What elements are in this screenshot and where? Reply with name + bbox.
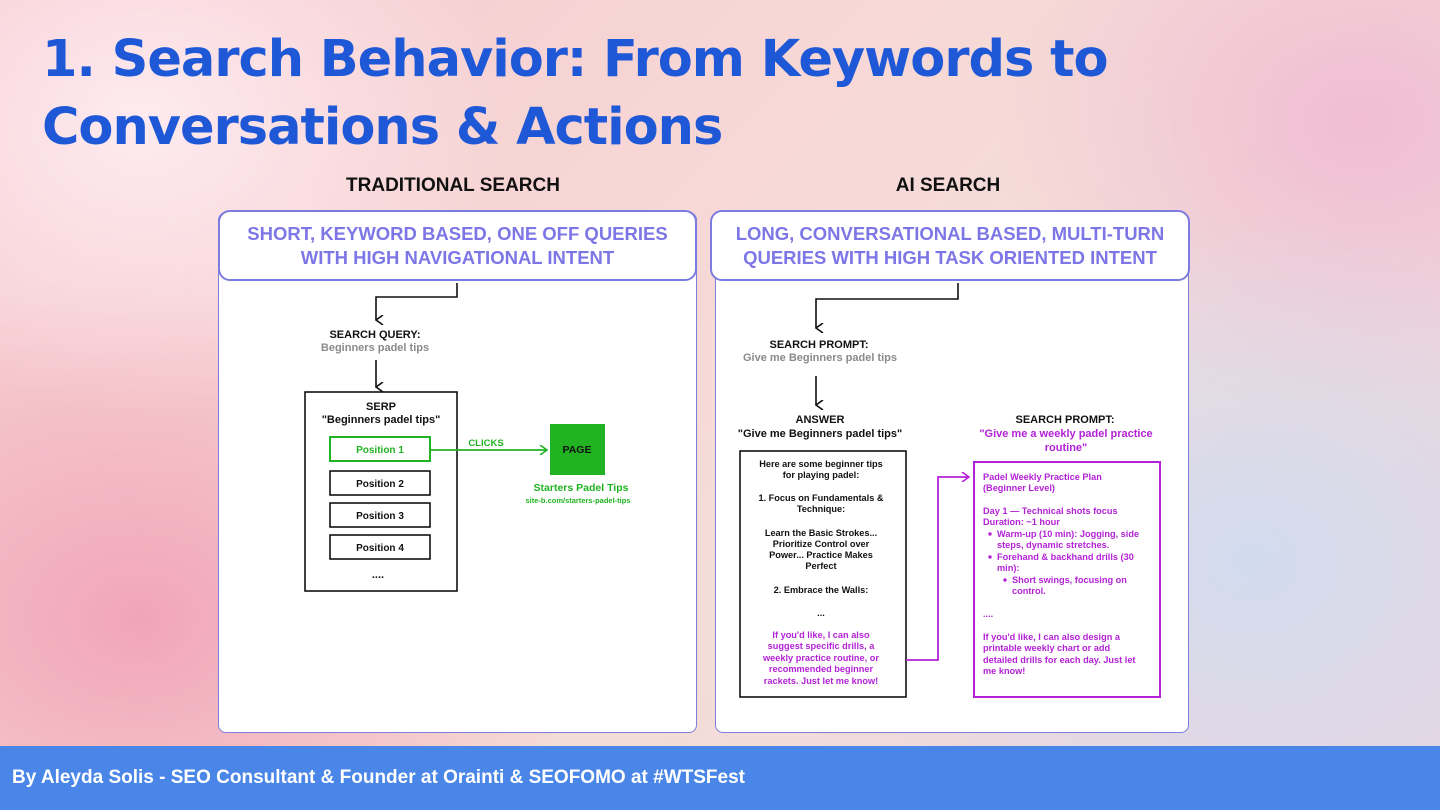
second-prompt-text-2: routine" bbox=[1045, 442, 1088, 454]
answer-followup-line: suggest specific drills, a bbox=[768, 641, 876, 651]
bullet-dot bbox=[988, 532, 992, 536]
answer-followup-line: recommended beginner bbox=[769, 664, 874, 674]
plan-bullet-3-line-1: Short swings, focusing on bbox=[1012, 575, 1127, 585]
serp-result-position-4[interactable]: Position 4 bbox=[329, 534, 431, 560]
serp-result-position-2[interactable]: Position 2 bbox=[329, 470, 431, 496]
ai-caption-line-1: LONG, CONVERSATIONAL BASED, MULTI-TURN bbox=[735, 222, 1165, 244]
answer-line: Technique: bbox=[797, 504, 845, 514]
plan-more: .... bbox=[983, 609, 993, 619]
traditional-caption: SHORT, KEYWORD BASED, ONE OFF QUERIES WI… bbox=[218, 210, 697, 281]
plan-subtitle: (Beginner Level) bbox=[983, 483, 1055, 493]
search-prompt-text: Give me Beginners padel tips bbox=[743, 352, 897, 364]
answer-followup-line: rackets. Just let me know! bbox=[764, 676, 878, 686]
answer-followup-line: If you'd like, I can also bbox=[772, 630, 870, 640]
plan-bullet-2-line-2: min): bbox=[997, 563, 1019, 573]
practice-plan-body: Padel Weekly Practice Plan (Beginner Lev… bbox=[983, 472, 1139, 676]
traditional-search-header: TRADITIONAL SEARCH bbox=[346, 175, 560, 196]
answer-line: for playing padel: bbox=[783, 470, 860, 480]
plan-bullet-1-line-2: steps, dynamic stretches. bbox=[997, 540, 1109, 550]
answer-followup-line: weekly practice routine, or bbox=[762, 653, 879, 663]
serp-query: "Beginners padel tips" bbox=[322, 414, 441, 426]
page-title: Starters Padel Tips bbox=[534, 482, 629, 494]
serp-result-position-1[interactable]: Position 1 bbox=[329, 436, 431, 462]
answer-query: "Give me Beginners padel tips" bbox=[738, 428, 902, 440]
answer-line: Learn the Basic Strokes... bbox=[765, 528, 877, 538]
answer-line: Power... Practice Makes bbox=[769, 550, 873, 560]
page-label: PAGE bbox=[563, 444, 592, 456]
plan-day: Day 1 — Technical shots focus bbox=[983, 506, 1118, 516]
ai-caption: LONG, CONVERSATIONAL BASED, MULTI-TURN Q… bbox=[710, 210, 1190, 281]
traditional-caption-line-2: WITH HIGH NAVIGATIONAL INTENT bbox=[300, 246, 615, 268]
slide-title-line-2: Conversations & Actions bbox=[42, 98, 723, 157]
answer-followup: If you'd like, I can also suggest specif… bbox=[762, 630, 879, 686]
caption-to-prompt-connector bbox=[816, 283, 959, 328]
answer-line: ... bbox=[817, 608, 825, 618]
slide-title-line-1: 1. Search Behavior: From Keywords to bbox=[42, 30, 1109, 89]
search-query-text: Beginners padel tips bbox=[321, 342, 429, 354]
second-prompt-label: SEARCH PROMPT: bbox=[1015, 414, 1114, 426]
plan-followup-line: me know! bbox=[983, 666, 1025, 676]
footer-credit: By Aleyda Solis - SEO Consultant & Found… bbox=[12, 767, 745, 788]
plan-bullet-1-line-1: Warm-up (10 min): Jogging, side bbox=[997, 529, 1139, 539]
plan-followup-line: printable weekly chart or add bbox=[983, 643, 1110, 653]
bullet-dot bbox=[1003, 578, 1007, 582]
serp-result-label: Position 2 bbox=[356, 479, 404, 490]
answer-body: Here are some beginner tips for playing … bbox=[758, 459, 883, 618]
ai-search-header: AI SEARCH bbox=[895, 175, 1001, 196]
serp-result-label: Position 4 bbox=[356, 543, 404, 554]
plan-title: Padel Weekly Practice Plan bbox=[983, 472, 1102, 482]
search-prompt-label: SEARCH PROMPT: bbox=[769, 339, 868, 351]
answer-box bbox=[739, 450, 907, 698]
page-url[interactable]: site-b.com/starters-padel-tips bbox=[525, 496, 630, 505]
answer-line: Prioritize Control over bbox=[773, 539, 870, 549]
serp-result-label: Position 3 bbox=[356, 511, 404, 522]
clicks-label: CLICKS bbox=[468, 438, 503, 449]
answer-line: 1. Focus on Fundamentals & bbox=[758, 493, 883, 503]
answer-label: ANSWER bbox=[796, 414, 845, 426]
second-prompt-text-1: "Give me a weekly padel practice bbox=[979, 428, 1152, 440]
plan-followup-line: detailed drills for each day. Just let bbox=[983, 655, 1136, 665]
answer-line: 2. Embrace the Walls: bbox=[774, 585, 869, 595]
landing-page-block[interactable]: PAGE bbox=[550, 424, 605, 475]
plan-followup-line: If you'd like, I can also design a bbox=[983, 632, 1121, 642]
followup-arrow bbox=[906, 477, 969, 661]
footer-bar: By Aleyda Solis - SEO Consultant & Found… bbox=[0, 746, 1440, 810]
caption-to-query-connector bbox=[376, 283, 458, 320]
plan-bullet-3-line-2: control. bbox=[1012, 586, 1046, 596]
serp-more-results: .... bbox=[372, 569, 384, 581]
slide-title: 1. Search Behavior: From Keywords to Con… bbox=[42, 26, 1142, 162]
search-query-label: SEARCH QUERY: bbox=[329, 329, 420, 341]
ai-caption-line-2: QUERIES WITH HIGH TASK ORIENTED INTENT bbox=[743, 246, 1157, 268]
traditional-caption-line-1: SHORT, KEYWORD BASED, ONE OFF QUERIES bbox=[247, 222, 668, 244]
serp-label: SERP bbox=[366, 401, 396, 413]
answer-line: Perfect bbox=[805, 561, 836, 571]
bullet-dot bbox=[988, 555, 992, 559]
plan-duration: Duration: ~1 hour bbox=[983, 517, 1060, 527]
serp-result-position-3[interactable]: Position 3 bbox=[329, 502, 431, 528]
plan-bullet-2-line-1: Forehand & backhand drills (30 bbox=[997, 552, 1134, 562]
serp-result-label: Position 1 bbox=[356, 445, 404, 456]
answer-line: Here are some beginner tips bbox=[759, 459, 883, 469]
